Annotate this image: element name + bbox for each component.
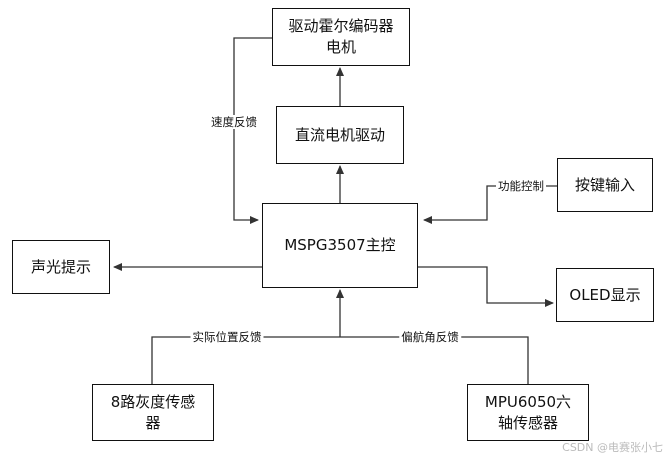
yaw-feedback-label: 偏航角反馈 [399, 330, 461, 344]
arrow-speed-feedback [233, 37, 272, 224]
buzzer-led-box: 声光提示 [12, 240, 110, 294]
line-gray-sensor [151, 336, 340, 384]
motor-box: 驱动霍尔编码器 电机 [272, 8, 410, 66]
keys-box: 按键输入 [557, 158, 653, 212]
gray-sensor-box: 8路灰度传感 器 [92, 384, 214, 441]
arrow-mcu-to-oled [418, 266, 554, 307]
mcu-box: MSPG3507主控 [262, 203, 418, 288]
dc-driver-box: 直流电机驱动 [276, 106, 404, 164]
oled-box: OLED显示 [556, 268, 654, 322]
speed-feedback-label: 速度反馈 [209, 115, 259, 129]
position-feedback-label: 实际位置反馈 [190, 330, 264, 344]
function-control-label: 功能控制 [496, 179, 546, 193]
imu-box: MPU6050六 轴传感器 [467, 384, 589, 441]
watermark: CSDN @电赛张小七 [562, 441, 663, 454]
line-imu [340, 336, 529, 384]
